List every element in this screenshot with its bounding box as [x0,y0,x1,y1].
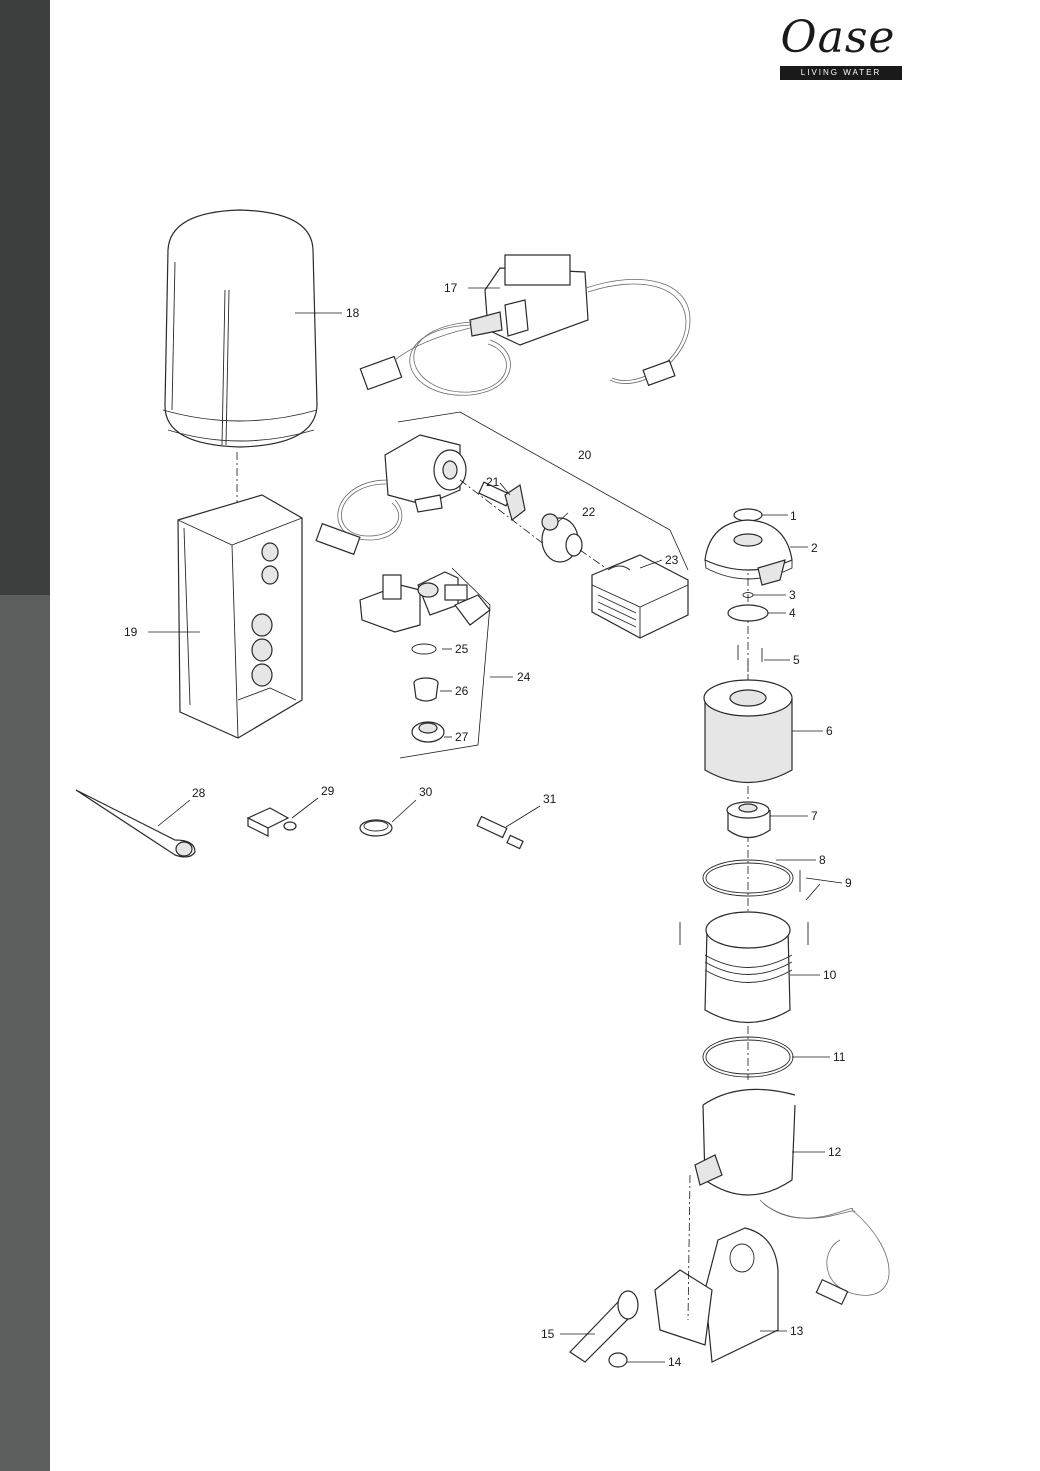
label-30: 30 [419,785,433,799]
label-21: 21 [486,475,500,489]
part-1-nozzle-cap [733,508,763,522]
part-31-connector [476,815,524,850]
label-8: 8 [819,853,826,867]
part-2-nozzle-dome [704,519,793,586]
label-6: 6 [826,724,833,738]
logo-wordmark: Oase [780,12,896,63]
label-17: 17 [444,281,458,295]
part-25-o-ring [411,643,437,655]
part-4-plate [727,604,769,622]
sidebar-band-dark [0,0,50,595]
label-13: 13 [790,1324,804,1338]
part-20-pump-motor [315,434,467,556]
brand-logo: Oase LIVING WATER [768,12,908,86]
part-19-base-box [177,494,303,739]
part-22-pump-head [541,513,621,579]
logo-tagline: LIVING WATER [780,66,902,80]
label-15: 15 [541,1327,555,1341]
label-19: 19 [124,625,138,639]
part-29-cable-clamp [246,807,297,837]
leader-lines [148,287,843,1363]
label-29: 29 [321,784,335,798]
part-24-distributor [359,567,491,759]
part-labels: 1 2 3 4 5 6 7 8 9 10 11 12 13 14 15 17 1… [124,281,852,1369]
label-22: 22 [582,505,596,519]
part-23-pre-filter [591,554,689,639]
label-9: 9 [845,876,852,890]
part-15-hose-tail [569,1290,639,1363]
part-28-ground-spike [75,789,196,858]
label-5: 5 [793,653,800,667]
part-17-transformer [359,254,691,396]
part-21-impeller [459,479,546,546]
label-26: 26 [455,684,469,698]
label-28: 28 [192,786,206,800]
part-26-sleeve [413,677,439,702]
label-10: 10 [823,968,837,982]
label-11: 11 [833,1050,846,1064]
label-24: 24 [517,670,531,684]
part-18-cover [162,209,318,448]
part-8-seal-ring [702,859,794,897]
part-5-screws [737,645,763,672]
label-18: 18 [346,306,360,320]
label-23: 23 [665,553,679,567]
label-20: 20 [578,448,592,462]
label-27: 27 [455,730,469,744]
part-12-base-bowl [694,1088,890,1306]
label-3: 3 [789,588,796,602]
part-10-pump-housing [704,911,793,1024]
label-7: 7 [811,809,818,823]
part-30-hose-clip [359,819,393,837]
part-13-mounting-bracket [654,1227,779,1363]
sidebar-band-grey [0,595,50,1471]
label-4: 4 [789,606,796,620]
label-14: 14 [668,1355,682,1369]
part-7-fitting [726,801,771,839]
label-2: 2 [811,541,818,555]
part-14-knob [608,1352,628,1368]
label-12: 12 [828,1145,842,1159]
part-9-screws [679,870,809,945]
label-1: 1 [790,509,797,523]
label-25: 25 [455,642,469,656]
part-6-filter-cartridge [703,679,793,784]
part-27-union-nut [411,721,445,743]
label-31: 31 [543,792,557,806]
